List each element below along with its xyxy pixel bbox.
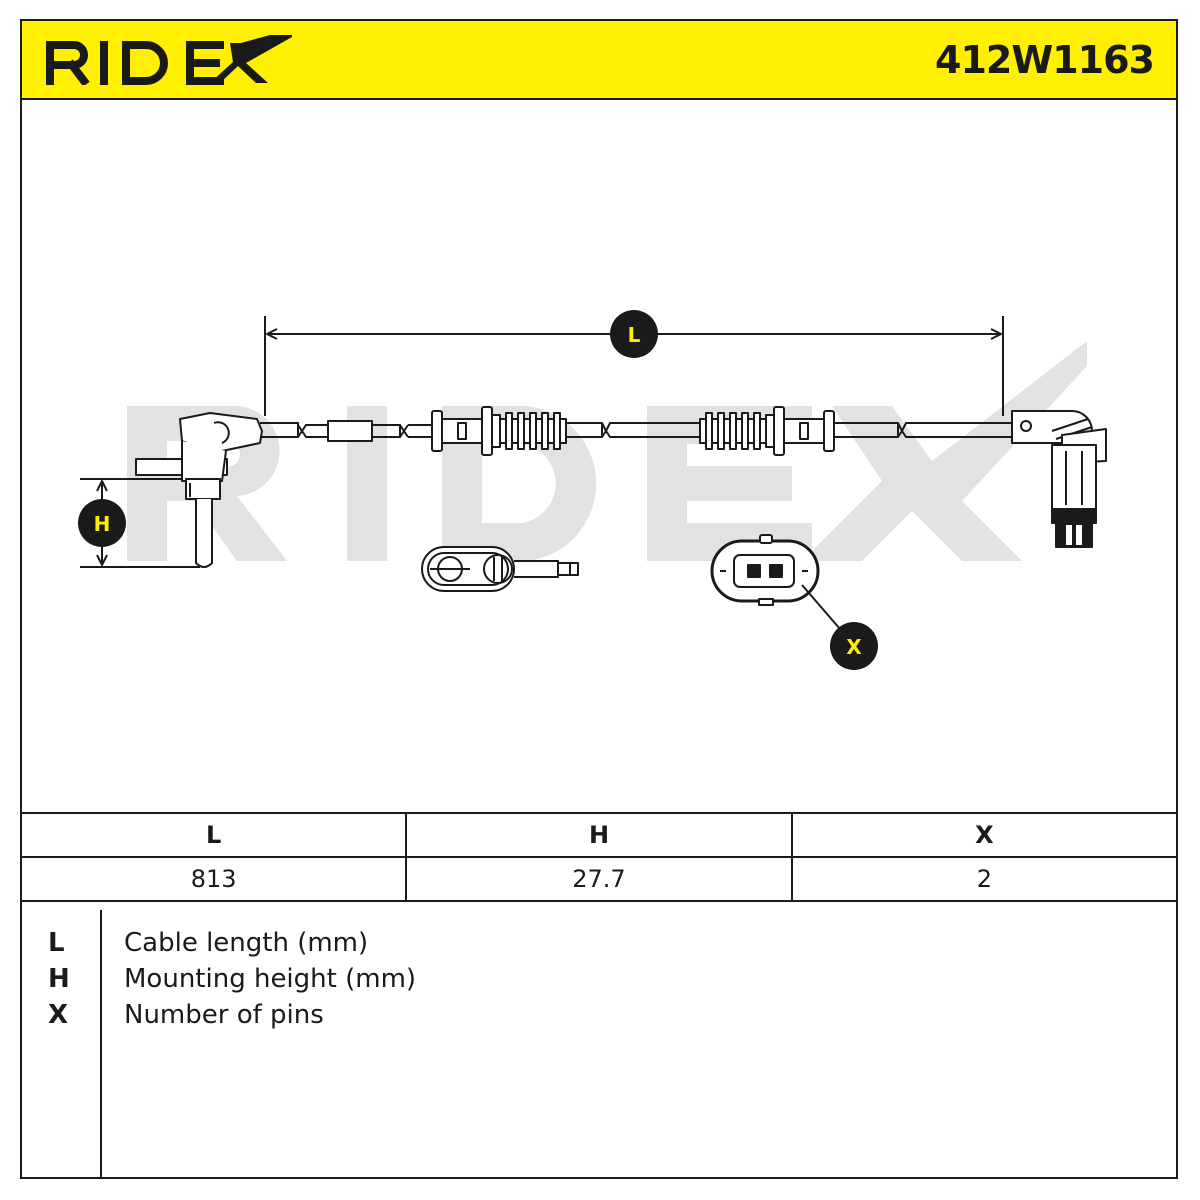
legend-key: L xyxy=(48,928,65,958)
spec-value-h: 27.7 xyxy=(405,856,793,902)
legend: L Cable length (mm) H Mounting height (m… xyxy=(20,910,1178,1179)
legend-key: H xyxy=(48,964,70,994)
spec-value-l: 813 xyxy=(19,856,408,902)
callout-x-label: X xyxy=(846,635,862,659)
legend-item: H Mounting height (mm) xyxy=(20,964,1178,1000)
spec-header-x: X xyxy=(790,812,1179,858)
spec-header-l: L xyxy=(19,812,408,858)
legend-divider xyxy=(100,910,102,1179)
spec-header-h: H xyxy=(405,812,793,858)
ridex-logo xyxy=(46,35,292,85)
part-number: 412W1163 xyxy=(935,38,1155,82)
legend-description: Number of pins xyxy=(124,1000,324,1030)
legend-description: Mounting height (mm) xyxy=(124,964,417,994)
callout-x: X xyxy=(830,622,878,670)
header-bar: 412W1163 xyxy=(20,19,1178,100)
callout-l-label: L xyxy=(628,323,641,347)
callout-l: L xyxy=(610,310,658,358)
ridex-watermark xyxy=(127,341,1087,561)
spec-value-row: 813 27.7 2 xyxy=(19,856,1179,902)
legend-key: X xyxy=(48,1000,69,1030)
spec-value-x: 2 xyxy=(790,856,1179,902)
legend-description: Cable length (mm) xyxy=(124,928,369,958)
legend-item: L Cable length (mm) xyxy=(20,928,1178,964)
callout-h-label: H xyxy=(94,512,111,536)
callout-h: H xyxy=(78,499,126,547)
spec-table: L H X 813 27.7 2 xyxy=(19,812,1179,902)
technical-drawing: L H X xyxy=(78,310,1107,670)
spec-header-row: L H X xyxy=(19,812,1179,858)
legend-item: X Number of pins xyxy=(20,1000,1178,1036)
